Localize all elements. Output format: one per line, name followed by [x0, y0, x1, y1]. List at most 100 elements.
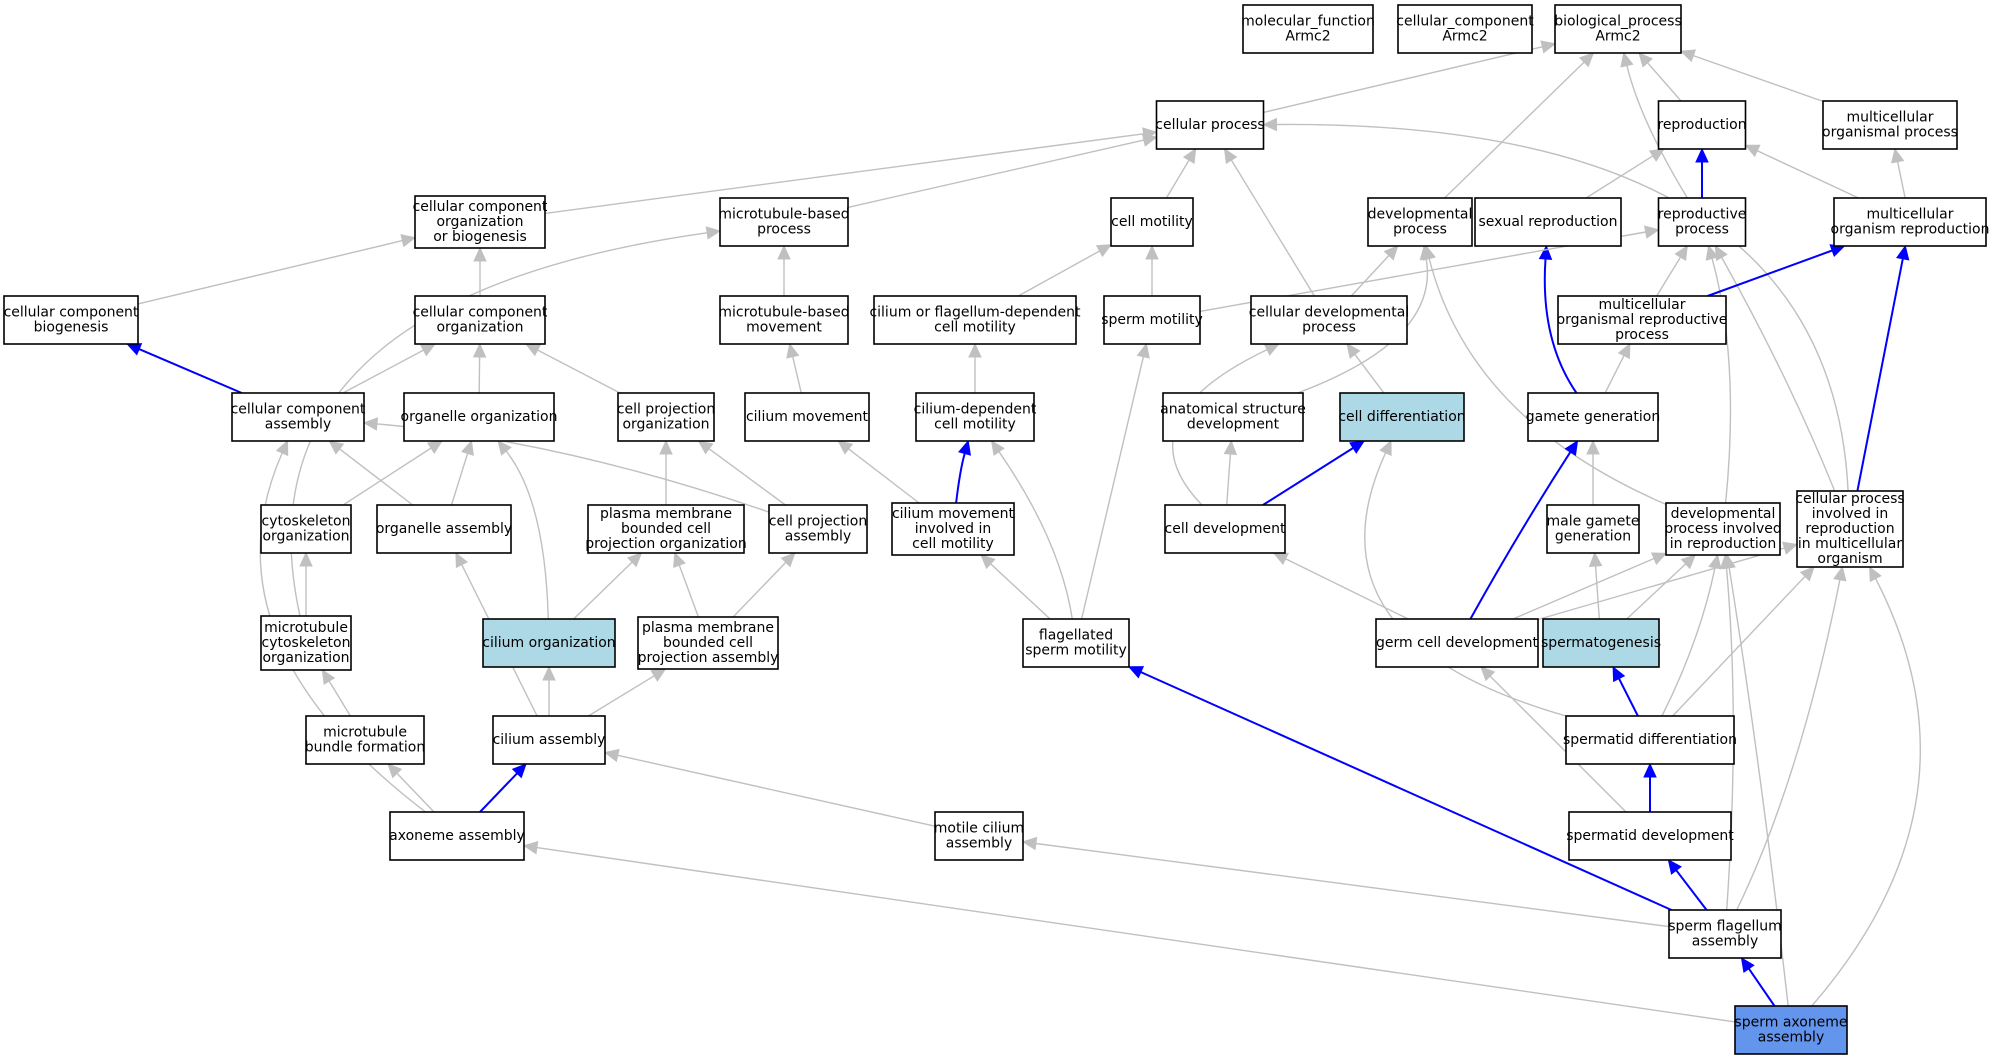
node-box[interactable]: [260, 504, 352, 554]
node-box[interactable]: [1568, 811, 1732, 861]
go-term-node-cilium-movement[interactable]: cilium movement: [744, 392, 870, 442]
node-box[interactable]: [1657, 197, 1747, 247]
go-term-node-sexual-reproduction[interactable]: sexual reproduction: [1474, 197, 1622, 247]
node-box[interactable]: [1339, 392, 1465, 442]
node-box[interactable]: [1822, 100, 1958, 150]
node-box[interactable]: [1657, 100, 1747, 150]
node-box[interactable]: [1022, 618, 1130, 668]
node-box[interactable]: [1734, 1005, 1848, 1055]
node-box[interactable]: [1164, 504, 1286, 554]
node-box[interactable]: [1546, 504, 1640, 554]
node-box[interactable]: [1250, 295, 1408, 345]
node-box[interactable]: [1554, 4, 1682, 54]
node-box[interactable]: [637, 616, 779, 670]
node-box[interactable]: [305, 715, 425, 765]
node-box[interactable]: [1474, 197, 1622, 247]
go-term-node-cellular-process[interactable]: cellular process: [1155, 100, 1265, 150]
node-box[interactable]: [744, 392, 870, 442]
go-term-node-cilium-assembly[interactable]: cilium assembly: [492, 715, 606, 765]
node-box[interactable]: [1242, 4, 1374, 54]
node-box[interactable]: [1527, 392, 1659, 442]
node-box[interactable]: [1665, 502, 1781, 556]
node-box[interactable]: [1565, 715, 1735, 765]
node-box[interactable]: [1668, 909, 1782, 959]
node-box[interactable]: [915, 392, 1035, 442]
go-term-node-organelle-assembly[interactable]: organelle assembly: [376, 504, 512, 554]
node-box[interactable]: [1162, 392, 1304, 442]
go-term-node-cell-development[interactable]: cell development: [1164, 504, 1286, 554]
node-box[interactable]: [414, 295, 546, 345]
go-term-node-spermatid-differentiation[interactable]: spermatid differentiation: [1563, 715, 1737, 765]
node-box[interactable]: [482, 618, 616, 668]
node-box[interactable]: [1833, 197, 1987, 247]
node-box[interactable]: [1103, 295, 1201, 345]
node-box[interactable]: [1155, 100, 1265, 150]
go-term-node-cell-differentiation[interactable]: cell differentiation: [1338, 392, 1466, 442]
node-box[interactable]: [1397, 4, 1533, 54]
node-box[interactable]: [873, 295, 1077, 345]
node-box[interactable]: [934, 811, 1024, 861]
node-box[interactable]: [1796, 490, 1904, 568]
node-box[interactable]: [1542, 618, 1660, 668]
go-term-node-cell-motility[interactable]: cell motility: [1110, 197, 1194, 247]
node-box[interactable]: [414, 195, 546, 249]
go-term-node-germ-cell-development[interactable]: germ cell development: [1375, 618, 1539, 668]
node-box[interactable]: [617, 392, 715, 442]
go-term-node-sperm-motility[interactable]: sperm motility: [1101, 295, 1203, 345]
node-box[interactable]: [231, 392, 365, 442]
go-term-node-axoneme-assembly[interactable]: axoneme assembly: [389, 811, 525, 861]
node-box[interactable]: [891, 502, 1015, 556]
node-box[interactable]: [260, 615, 352, 671]
go-term-node-organelle-organization[interactable]: organelle organization: [401, 392, 558, 442]
go-term-node-gamete-generation[interactable]: gamete generation: [1526, 392, 1660, 442]
node-box[interactable]: [389, 811, 525, 861]
go-term-node-cilium-organization[interactable]: cilium organization: [482, 618, 616, 668]
node-box[interactable]: [1557, 295, 1727, 345]
node-box[interactable]: [1375, 618, 1539, 668]
node-box[interactable]: [492, 715, 606, 765]
go-term-node-reproduction[interactable]: reproduction: [1657, 100, 1747, 150]
node-box[interactable]: [587, 504, 745, 554]
node-box[interactable]: [719, 295, 849, 345]
node-box[interactable]: [376, 504, 512, 554]
node-box[interactable]: [1110, 197, 1194, 247]
node-box[interactable]: [403, 392, 555, 442]
node-box[interactable]: [768, 504, 868, 554]
node-box[interactable]: [3, 295, 139, 345]
go-term-node-spermatogenesis[interactable]: spermatogenesis: [1541, 618, 1661, 668]
go-term-node-spermatid-development[interactable]: spermatid development: [1566, 811, 1734, 861]
